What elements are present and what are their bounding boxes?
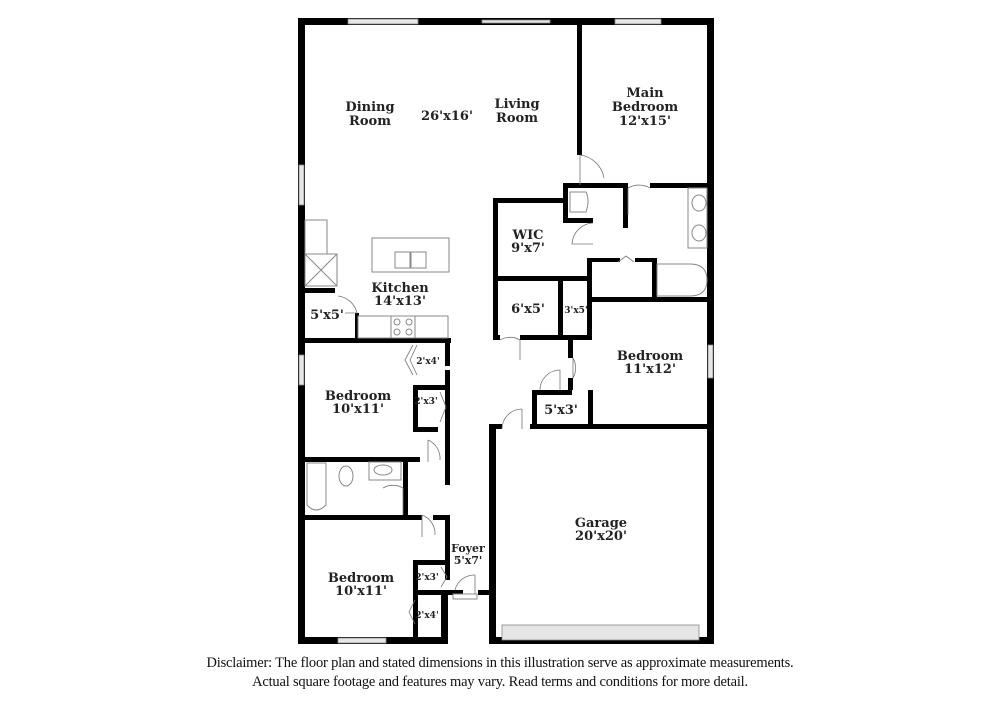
double-vanity (687, 187, 708, 249)
windows (298, 18, 714, 644)
range-icon (390, 315, 416, 339)
label-dining-line2: Room (349, 114, 391, 129)
label-closet-mid-2x4: 2'x4' (416, 357, 439, 367)
label-living-line1: Living (494, 97, 539, 112)
label-kitchen-dims: 14'x13' (374, 294, 426, 309)
slider-door-living (481, 19, 551, 24)
label-main-bedroom-dims: 12'x15' (619, 114, 671, 129)
label-wic: WIC (511, 228, 543, 243)
label-closet-3x5: 3'x5' (564, 306, 587, 316)
front-door (454, 574, 476, 595)
disclaimer: Disclaimer: The floor plan and stated di… (0, 654, 1000, 692)
label-main-bedroom-line2: Bedroom (612, 100, 679, 115)
label-garage: Garage (575, 516, 627, 531)
label-wic-dims: 9'x7' (511, 241, 545, 256)
label-bedroom-mid-dims: 10'x11' (332, 402, 384, 417)
label-closet-5x3: 5'x3' (544, 403, 578, 418)
label-bedroom-south: Bedroom (328, 571, 395, 586)
door-main-bedroom (579, 154, 605, 185)
label-closet-mid-2x3: 2'x3' (414, 397, 437, 407)
label-bedroom-mid: Bedroom (325, 389, 392, 404)
label-foyer-dims: 5'x7' (454, 554, 483, 567)
doors[interactable] (337, 154, 651, 625)
window-dining (347, 18, 419, 25)
label-closet-south-2x3: 2'x3' (415, 573, 438, 583)
label-bedroom-east: Bedroom (617, 349, 684, 364)
disclaimer-line1: Disclaimer: The floor plan and stated di… (206, 655, 794, 671)
toilet-icon (338, 465, 354, 487)
label-great-room-dims: 26'x16' (421, 109, 473, 124)
label-pantry-dims: 5'x5' (310, 308, 344, 323)
disclaimer-line2: Actual square footage and features may v… (252, 674, 748, 690)
window-bedroom-mid (298, 354, 305, 386)
label-bedroom-south-dims: 10'x11' (335, 584, 387, 599)
bathtub-icon (656, 263, 708, 297)
label-closet-6x5: 6'x5' (511, 302, 545, 317)
label-closet-south-2x4: 2'x4' (415, 611, 438, 621)
label-garage-dims: 20'x20' (575, 529, 627, 544)
label-bedroom-east-dims: 11'x12' (624, 362, 676, 377)
fridge-icon (304, 219, 328, 255)
window-dining-side (298, 164, 305, 206)
window-main-bedroom (614, 18, 662, 25)
interior-walls (305, 25, 714, 644)
sink-icon (394, 251, 411, 269)
label-kitchen: Kitchen (371, 281, 429, 296)
bathtub-icon (306, 462, 327, 511)
label-dining-line1: Dining (345, 100, 394, 115)
label-main-bedroom-line1: Main (626, 86, 664, 101)
label-foyer: Foyer (451, 542, 485, 555)
window-bedroom-south (337, 637, 387, 644)
fixtures (304, 187, 708, 511)
window-bedroom-east (707, 344, 714, 379)
room-labels: Dining Room 26'x16' Living Room Main Bed… (310, 86, 683, 621)
garage-door (501, 624, 700, 641)
label-living-line2: Room (496, 111, 538, 126)
floor-plan: Dining Room 26'x16' Living Room Main Bed… (298, 18, 714, 644)
toilet-icon (569, 191, 589, 213)
